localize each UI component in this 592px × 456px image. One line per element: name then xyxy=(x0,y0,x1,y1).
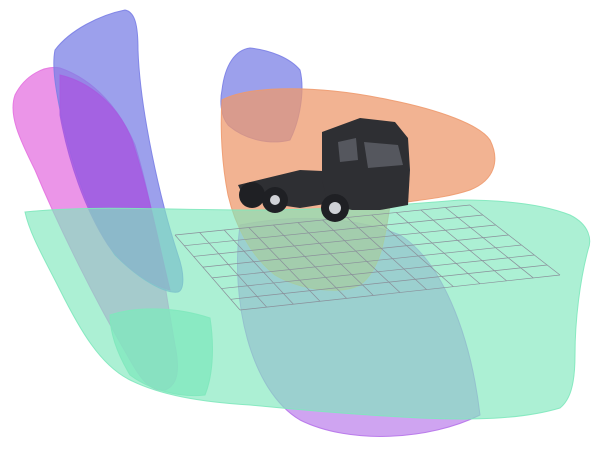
truck-wheel-rim xyxy=(329,202,341,214)
green-lower-left-surface xyxy=(110,309,212,396)
truck-wheel xyxy=(239,182,265,208)
truck-wheel-rim xyxy=(270,195,280,205)
truck-windscreen xyxy=(364,142,403,168)
truck-side-window xyxy=(338,138,358,162)
